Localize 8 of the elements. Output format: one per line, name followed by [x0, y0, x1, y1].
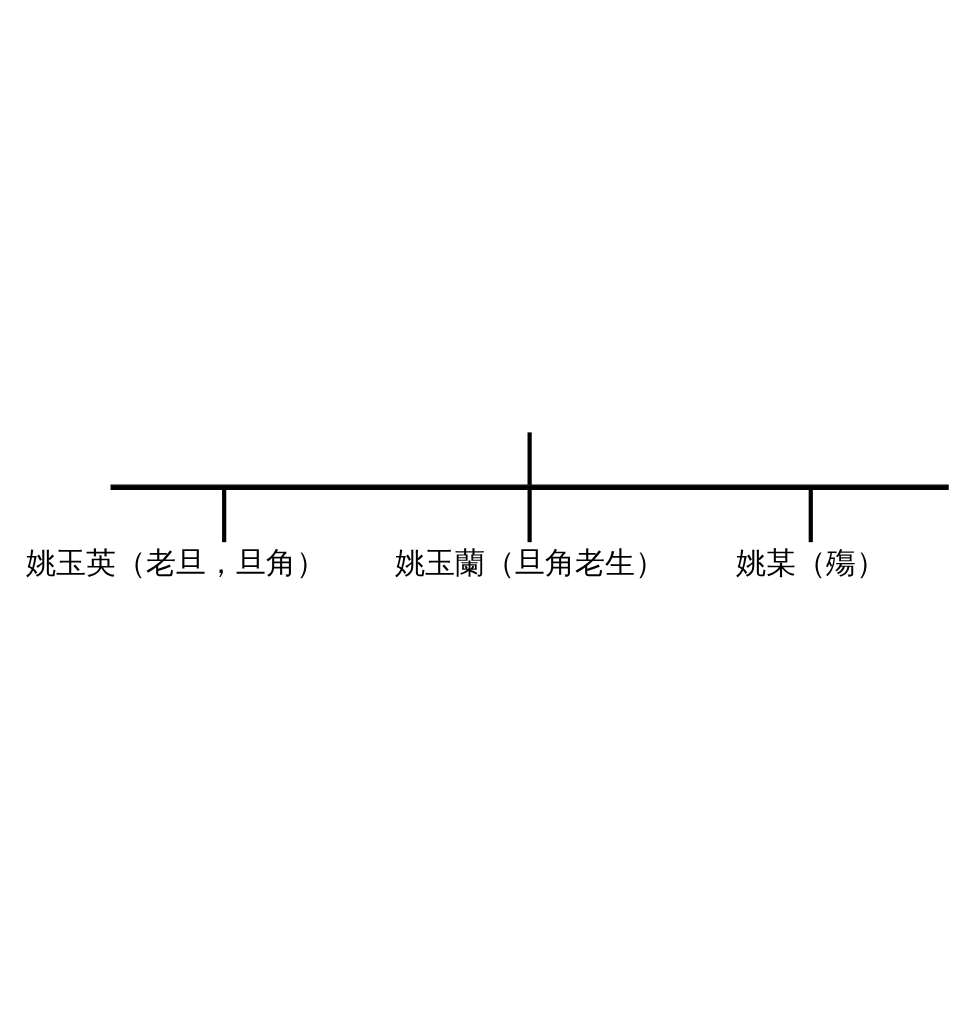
connector [808, 489, 813, 543]
connector [527, 432, 532, 485]
node-text: 姚玉英（老旦，旦角） [25, 546, 326, 581]
node-text: 姚玉蘭（旦角老生） [394, 546, 665, 581]
node-text: 姚某（殤） [735, 546, 886, 581]
node-bar [110, 484, 949, 490]
connector [527, 489, 532, 543]
connector [222, 489, 227, 543]
